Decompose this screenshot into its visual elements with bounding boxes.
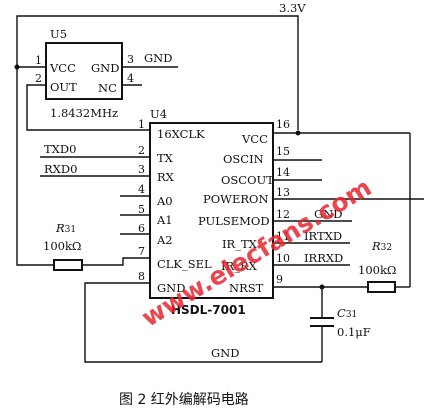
u4-pin6-num: 6 (138, 222, 145, 235)
u4-pin2-num: 2 (138, 144, 145, 157)
u4-pin10-name: IR_RX (221, 259, 258, 273)
u4-pin5-num: 5 (138, 203, 145, 216)
u5-out-to-16xclk-wire (26, 84, 150, 131)
u4-pin3-num: 3 (138, 163, 145, 176)
u4-pin2-name: TX (157, 151, 174, 165)
u4-pin12-num: 12 (276, 208, 290, 221)
u4-pin7-num: 7 (138, 245, 145, 258)
u4-pin6-name: A2 (156, 233, 173, 247)
u4-pin5-name: A1 (156, 213, 173, 227)
u4-pin16-name: VCC (241, 132, 268, 146)
net-bottom-gnd: GND (211, 346, 239, 360)
u4-pin13-name: POWERON (203, 192, 269, 206)
supply-label: 3.3V (279, 1, 306, 15)
u4-pin14-num: 14 (276, 166, 290, 179)
net-gnd-12: GND (314, 207, 342, 221)
u4-right-pins: 16 VCC 15 OSCIN 14 OSCOUT 13 POWERON 12 … (198, 118, 424, 295)
u5-pin1-name: VCC (49, 61, 76, 75)
u4-pin15-num: 15 (276, 145, 290, 158)
r32-value: 100kΩ (358, 263, 396, 277)
u5-ref: U5 (50, 27, 67, 41)
net-irtxd: IRTXD (304, 229, 342, 243)
u4-pin1-num: 1 (138, 118, 145, 131)
u5-pin4-name: NC (98, 81, 117, 95)
vcc-rail-wire (16, 15, 299, 130)
c31-ref: C31 (337, 306, 357, 320)
r31-value: 100kΩ (43, 239, 81, 253)
u4-body (149, 122, 274, 299)
u4-pin7-wire (82, 257, 150, 266)
u4-pin12-name: PULSEMOD (198, 214, 270, 228)
u5-freq: 1.8432MHz (50, 106, 118, 120)
u5-pin2-name: OUT (50, 80, 77, 94)
u4-part: HSDL-7001 (171, 303, 246, 317)
u5-pin4-num: 4 (127, 72, 134, 85)
r32-ref: R32 (371, 239, 392, 253)
u4-pin11-name: IR_TX (222, 237, 258, 251)
r31-vcc-wire (16, 67, 54, 266)
r31-ref: R31 (55, 221, 76, 235)
u4-pin14-name: OSCOUT (221, 173, 274, 187)
u4-pin11-num: 11 (276, 230, 290, 243)
u4-pin15-name: OSCIN (223, 152, 264, 166)
figure-caption: 图 2 红外编解码电路 (119, 392, 249, 408)
u4-pin4-num: 4 (138, 183, 145, 196)
u4-pin8-gnd-wire (84, 282, 322, 363)
u5-pin2-num: 2 (35, 72, 42, 85)
r32-body (367, 281, 396, 293)
u5-pin3-name: GND (91, 61, 119, 75)
u4-pin13-num: 13 (276, 186, 290, 199)
u4-pin3-name: RX (157, 170, 175, 184)
u5-pin3-net: GND (144, 51, 172, 65)
u4-ref: U4 (150, 107, 167, 121)
u5-pin3-num: 3 (127, 53, 134, 66)
c31-value: 0.1μF (337, 325, 371, 339)
u4-pin9-num: 9 (276, 273, 283, 286)
u4-pin4-name: A0 (156, 194, 173, 208)
u5-body (45, 42, 123, 100)
u4-left-pins: 1 16XCLK 2 TX 3 RX 4 A0 5 A1 6 A2 7 CLK_… (40, 118, 322, 363)
u4-pin16-junction (295, 130, 301, 136)
net-irrxd: IRRXD (304, 251, 343, 265)
u4-pin16-num: 16 (276, 118, 290, 131)
u4-pin10-num: 10 (276, 252, 290, 265)
net-txd0: TXD0 (44, 142, 76, 156)
u4-pin8-name: GND (157, 281, 185, 295)
u4-pin8-num: 8 (138, 270, 145, 283)
r31-body (53, 259, 83, 271)
u4-pin1-name: 16XCLK (157, 127, 205, 141)
u4-pin9-name: NRST (229, 281, 264, 295)
net-rxd0: RXD0 (44, 162, 77, 176)
u4-pin7-name: CLK_SEL (157, 257, 212, 271)
u5-pin1-num: 1 (35, 54, 42, 67)
